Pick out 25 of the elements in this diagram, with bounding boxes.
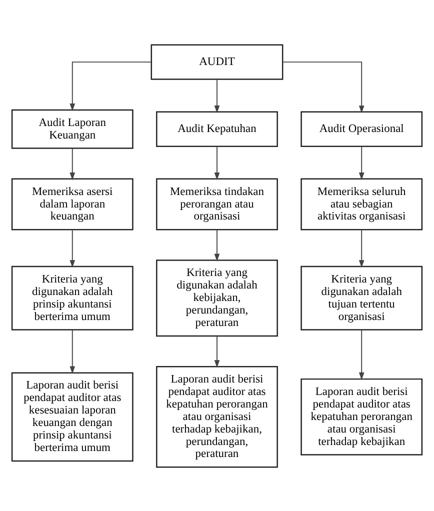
arrow <box>70 148 76 180</box>
node-box: Kriteria yang digunakan adalah prinsip akuntansi berterima umum <box>11 265 134 330</box>
node-box: Laporan audit berisi pendapat auditor atas kepatuhan perorangan atau organisasi terhadap kebajikan <box>300 378 423 455</box>
node-box: Audit Laporan Keuangan <box>11 108 134 148</box>
arrow <box>214 146 220 180</box>
node-box: Memeriksa asersi dalam laporan keuangan <box>11 178 134 230</box>
arrow <box>358 228 364 268</box>
node-box: Audit Operasional <box>300 110 423 146</box>
arrow <box>214 228 220 261</box>
arrow <box>214 78 220 113</box>
node-box: AUDIT <box>150 44 284 80</box>
node-box: Laporan audit berisi pendapat auditor atas kepatuhan perorangan atau organisasi terhadap kebajikan, perundangan, peraturan <box>156 365 278 468</box>
arrow <box>70 228 76 268</box>
arrow <box>282 61 364 113</box>
node-box: Memeriksa tindakan perorangan atau organisasi <box>156 178 278 230</box>
node-box: Kriteria yang digunakan adalah kebijakan, perundangan, peraturan <box>156 259 278 336</box>
node-box: Laporan audit berisi pendapat auditor atas kesesuaian laporan keuangan dengan prinsip akuntansi berterima umum <box>11 372 134 462</box>
arrow <box>214 335 220 368</box>
arrow <box>70 61 152 111</box>
arrow <box>358 146 364 180</box>
node-box: Kriteria yang digunakan adalah tujuan tertentu organisasi <box>300 265 423 330</box>
arrow <box>70 328 76 374</box>
arrow <box>358 328 364 380</box>
node-box: Memeriksa seluruh atau sebagian aktivitas organisasi <box>300 178 423 230</box>
node-box: Audit Kepatuhan <box>156 110 278 146</box>
